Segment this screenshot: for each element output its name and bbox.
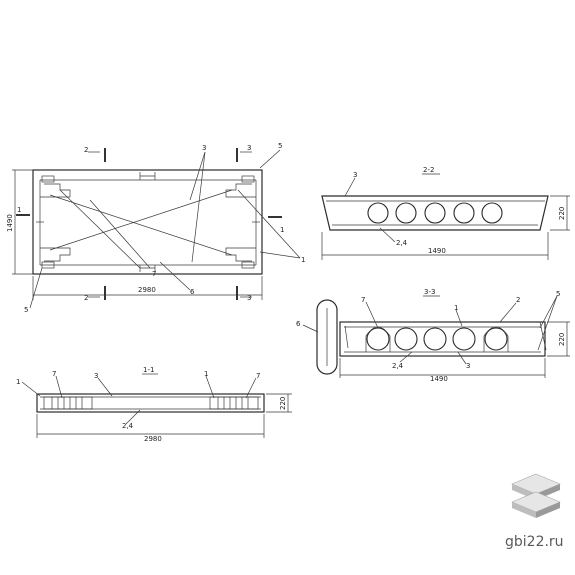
plan-callout-1: 1 (301, 256, 305, 264)
section-1-1: 1-1 1 7 3 1 7 2,4 2980 220 (16, 366, 292, 443)
plan-cut-3-top: 3 (247, 144, 251, 152)
section-1-1-title: 1-1 (143, 366, 154, 374)
section-2-2: 2-2 3 2,4 1490 220 (321, 166, 570, 260)
section-1-1-outline (36, 393, 265, 413)
section-3-3-callout-5: 5 (556, 290, 560, 298)
plan-slab-outline (32, 169, 263, 275)
section-3-3-title: 3-3 (424, 288, 435, 296)
section-3-3-lifting-loop (316, 299, 338, 375)
section-1-1-callout-24: 2,4 (122, 422, 134, 430)
section-3-3-callout-24: 2,4 (392, 362, 404, 370)
section-3-3: 3-3 7 1 2 5 6 2,4 3 1490 220 (296, 288, 570, 383)
section-2-2-title: 2-2 (423, 166, 434, 174)
section-2-2-callout-3: 3 (353, 171, 357, 179)
section-3-3-dim-width: 1490 (430, 375, 448, 383)
section-3-3-callout-6: 6 (296, 320, 301, 328)
section-2-2-dim-width: 1490 (428, 247, 446, 255)
plan-cut-1-right: 1 (280, 226, 284, 234)
section-1-1-dim-height: 220 (279, 397, 287, 410)
watermark-site: gbi22.ru (505, 534, 564, 550)
stacked-slabs-icon (511, 473, 561, 518)
plan-cut-2-bottom: 2 (84, 294, 88, 302)
plan-callout-5-bottom: 5 (24, 306, 28, 314)
plan-callout-7: 7 (152, 270, 156, 278)
section-2-2-outline (321, 195, 549, 231)
section-3-3-dim-height: 220 (558, 333, 566, 346)
section-2-2-dim-height: 220 (558, 207, 566, 220)
section-1-1-left-cage (51, 397, 83, 409)
section-1-1-right-cage (217, 397, 249, 409)
section-1-1-callout-1-right: 1 (204, 370, 208, 378)
plan-callout-3: 3 (202, 144, 206, 152)
section-3-3-callout-2: 2 (516, 296, 520, 304)
section-1-1-callout-1-left: 1 (16, 378, 20, 386)
section-1-1-dim-length: 2980 (144, 435, 162, 443)
plan-cut-2-top: 2 (84, 146, 88, 154)
plan-cut-3-bottom: 3 (247, 294, 251, 302)
section-3-3-callout-3: 3 (466, 362, 470, 370)
section-1-1-callout-3: 3 (94, 372, 98, 380)
section-3-3-callout-7: 7 (361, 296, 365, 304)
plan-dim-length: 2980 (138, 286, 156, 294)
plan-callout-5-top: 5 (278, 142, 282, 150)
plan-dim-width: 1490 (6, 214, 14, 232)
section-1-1-callout-7-left: 7 (52, 370, 56, 378)
section-3-3-callout-1: 1 (454, 304, 458, 312)
plan-callout-6: 6 (190, 288, 195, 296)
section-3-3-outline (339, 321, 546, 357)
plan-view: 2 2 3 3 1 1 3 5 1 5 6 7 2980 1490 (6, 142, 305, 314)
plan-cut-1-left: 1 (17, 206, 21, 214)
section-2-2-callout-24: 2,4 (396, 239, 408, 247)
section-1-1-callout-7-right: 7 (256, 372, 260, 380)
